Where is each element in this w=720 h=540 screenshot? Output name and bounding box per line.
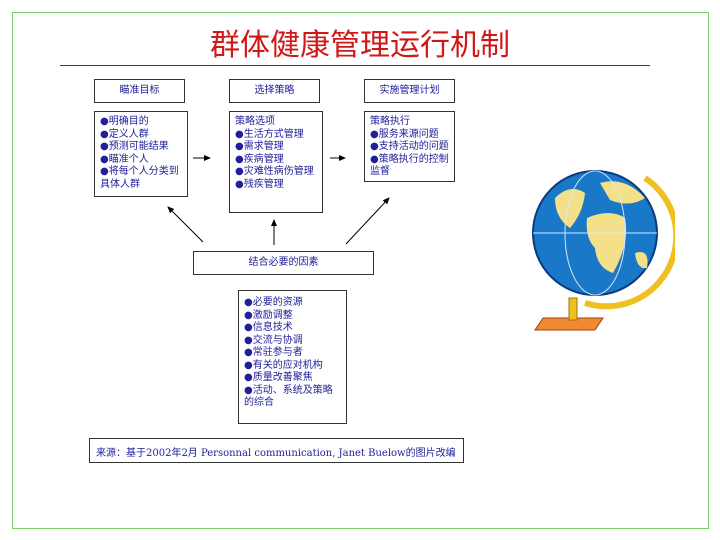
list-item: 质量改善聚焦 <box>244 372 341 385</box>
target-list: 明确目的 定义人群 预测可能结果 瞄准个人 将每个人分类到具体人群 <box>94 111 188 197</box>
list-item: 信息技术 <box>244 322 341 335</box>
arrow-up-left <box>167 206 204 243</box>
list-item: 定义人群 <box>100 129 182 142</box>
list-item: 必要的资源 <box>244 297 341 310</box>
list-item: 激励调整 <box>244 310 341 323</box>
factors-list: 必要的资源 激励调整 信息技术 交流与协调 常驻参与者 有关的应对机构 质量改善… <box>238 290 347 424</box>
slide-frame <box>12 12 709 529</box>
implement-list: 策略执行 服务来源问题 支持活动的问题 策略执行的控制监督 <box>364 111 455 182</box>
strategy-list: 策略选项 生活方式管理 需求管理 疾病管理 灾难性病伤管理 残疾管理 <box>229 111 323 213</box>
list-item: 有关的应对机构 <box>244 360 341 373</box>
list-item: 生活方式管理 <box>235 129 317 142</box>
list-item: 策略执行的控制监督 <box>370 154 449 179</box>
arrow-up-right <box>345 197 390 245</box>
list-item: 瞄准个人 <box>100 154 182 167</box>
header-implement: 实施管理计划 <box>364 79 455 103</box>
list-item: 预测可能结果 <box>100 141 182 154</box>
list-heading: 策略选项 <box>235 116 275 127</box>
header-strategy: 选择策略 <box>229 79 320 103</box>
factors-header: 结合必要的因素 <box>193 251 374 275</box>
list-item: 需求管理 <box>235 141 317 154</box>
header-target: 瞄准目标 <box>94 79 185 103</box>
list-item: 活动、系统及策略的综合 <box>244 385 341 410</box>
list-item: 交流与协调 <box>244 335 341 348</box>
list-item: 将每个人分类到具体人群 <box>100 166 182 191</box>
list-heading: 策略执行 <box>370 116 410 127</box>
list-item: 支持活动的问题 <box>370 141 449 154</box>
list-item: 灾难性病伤管理 <box>235 166 317 179</box>
title-divider <box>60 65 650 66</box>
list-item: 残疾管理 <box>235 179 317 192</box>
slide-title: 群体健康管理运行机制 <box>210 28 510 63</box>
list-item: 疾病管理 <box>235 154 317 167</box>
list-item: 明确目的 <box>100 116 182 129</box>
source-note: 来源：基于2002年2月 Personnal communication, Ja… <box>89 438 464 463</box>
globe-icon <box>532 170 675 331</box>
list-item: 服务来源问题 <box>370 129 449 142</box>
list-item: 常驻参与者 <box>244 347 341 360</box>
